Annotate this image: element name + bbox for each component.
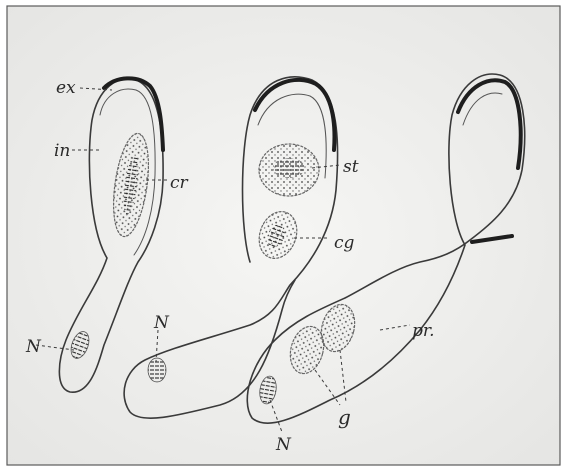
spore-2-starch-core bbox=[273, 158, 305, 178]
label-pr: pr. bbox=[412, 321, 435, 341]
label-ex: ex bbox=[56, 78, 76, 98]
label-cg: cg bbox=[334, 233, 355, 253]
label-st: st bbox=[343, 157, 359, 177]
label-in: in bbox=[54, 141, 70, 161]
label-cr: cr bbox=[170, 173, 189, 193]
spore-2-nucleus bbox=[148, 358, 166, 382]
label-n3: N bbox=[275, 435, 292, 455]
label-g: g bbox=[338, 405, 351, 429]
label-n1: N bbox=[25, 337, 42, 357]
label-n2: N bbox=[153, 313, 170, 333]
